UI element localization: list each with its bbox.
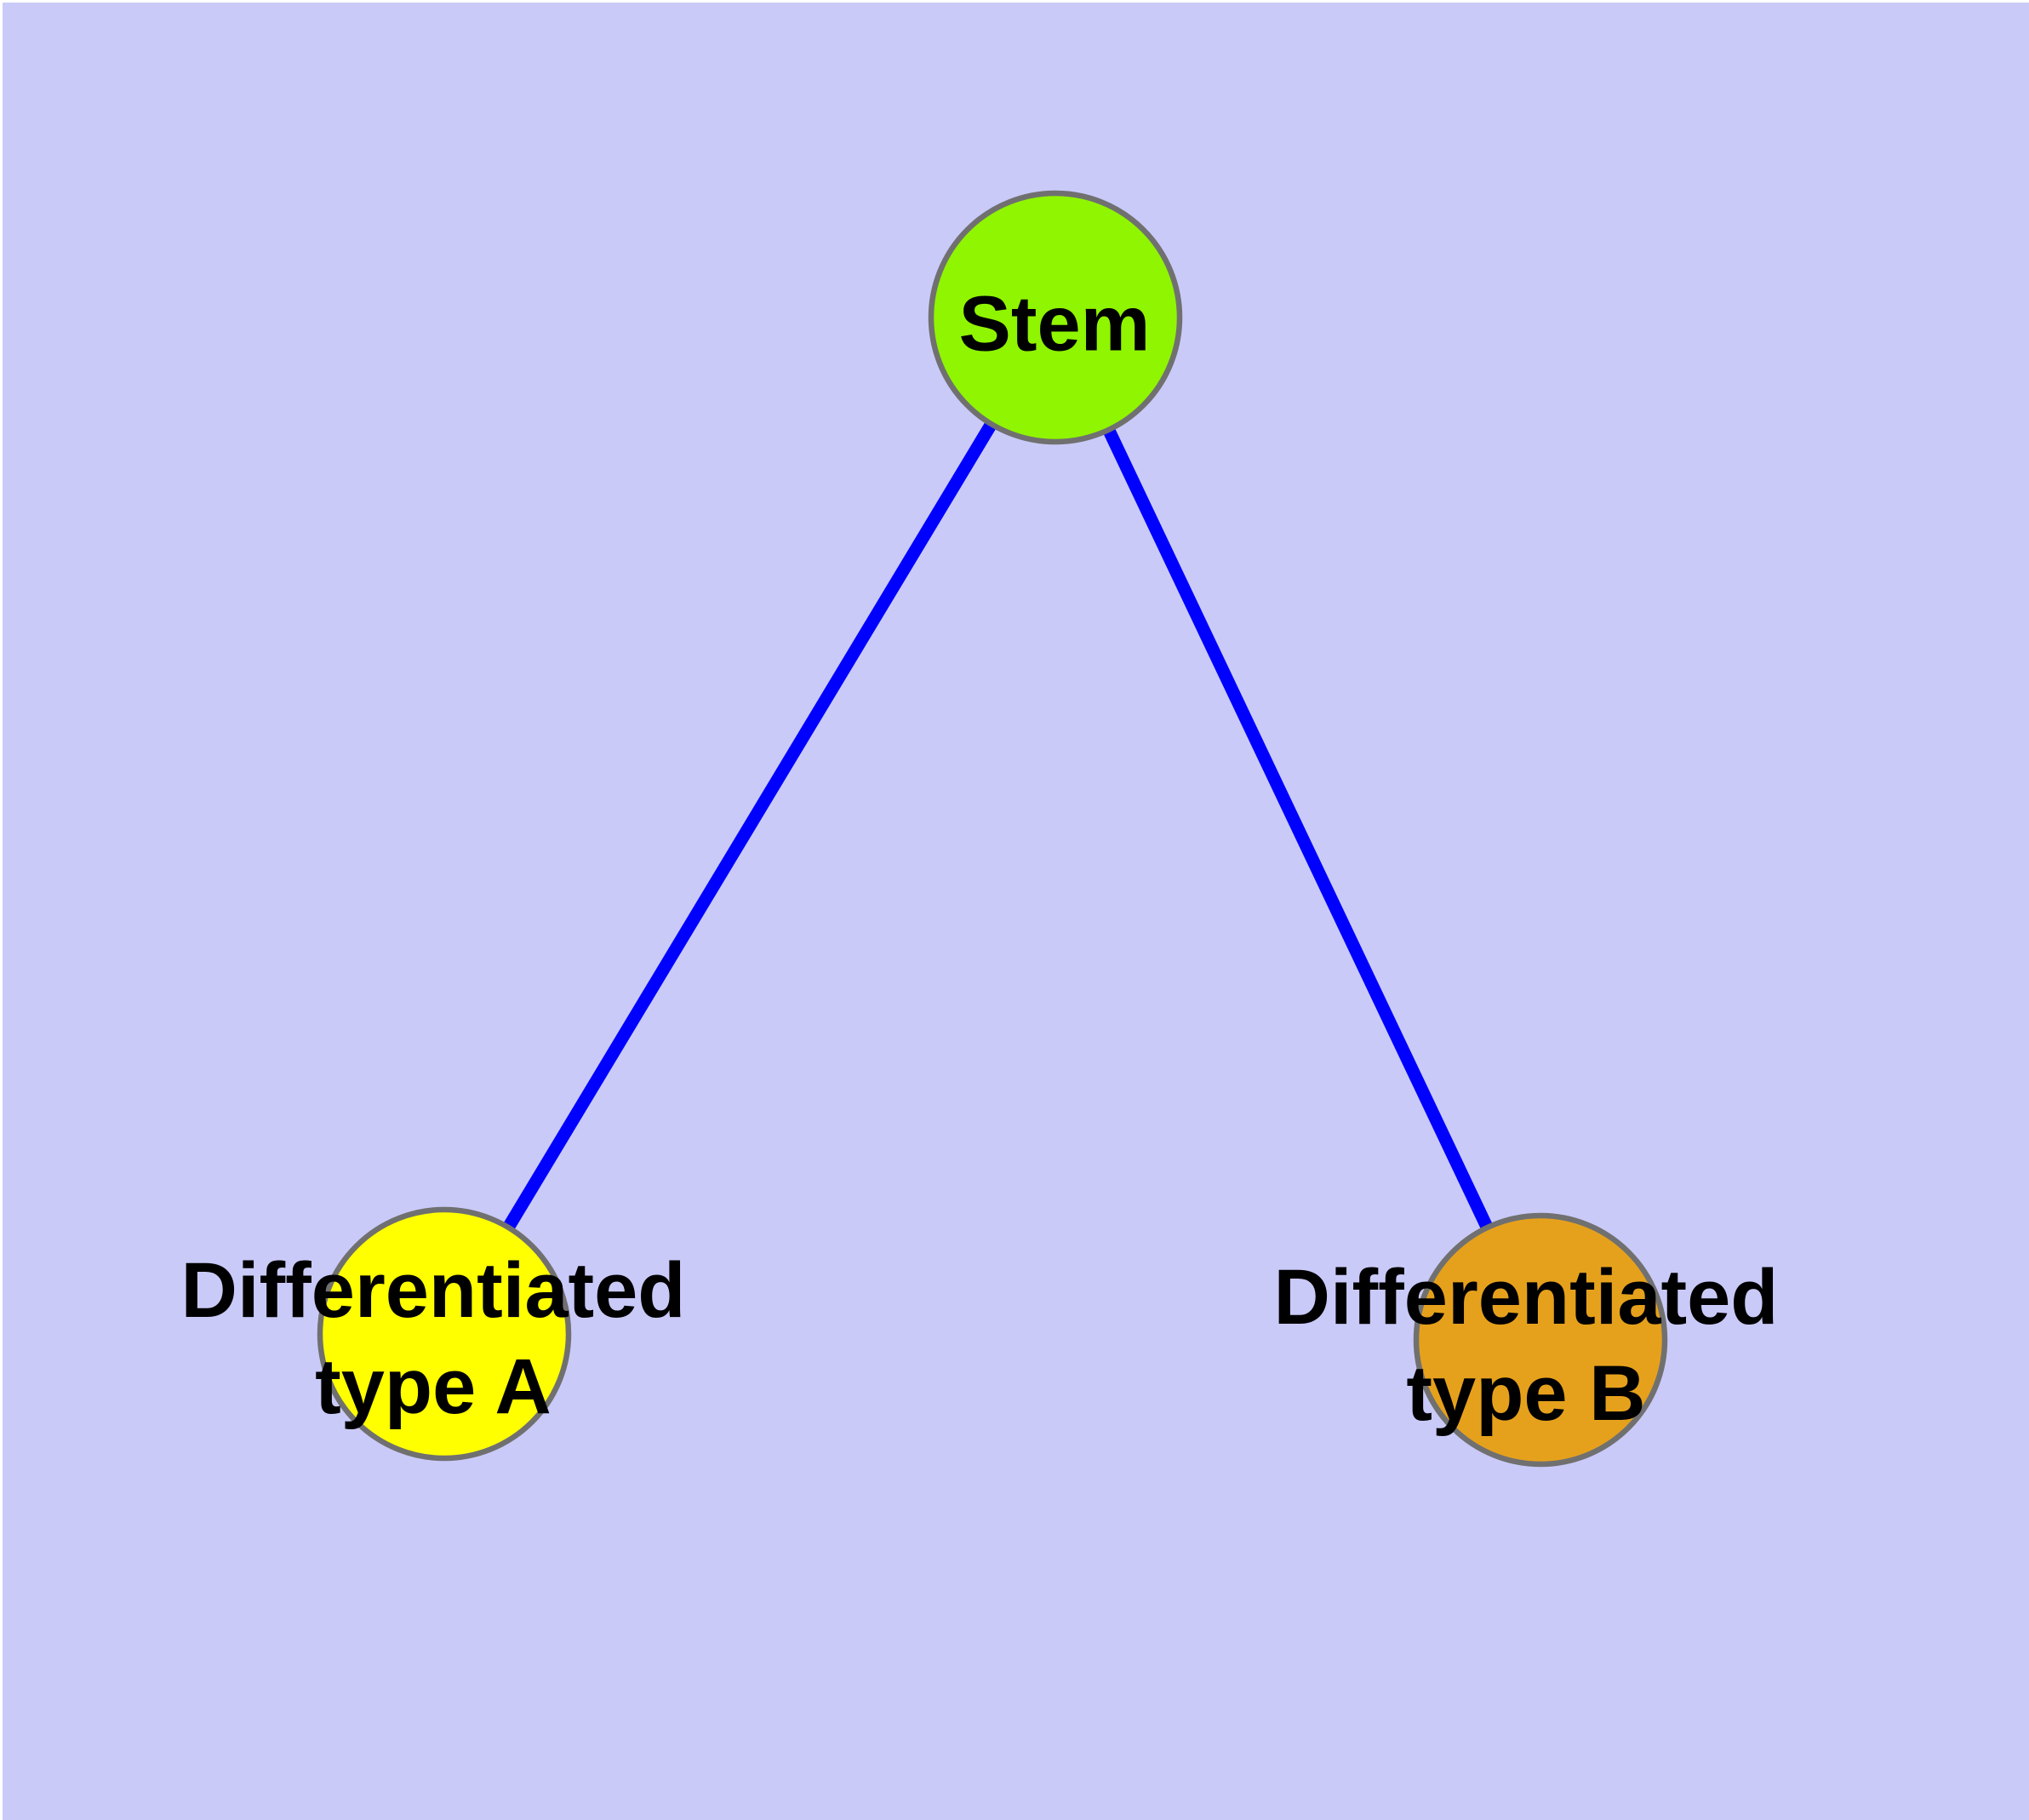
node-stem-circle (928, 190, 1183, 445)
diagram-canvas: Stem Differentiated type A Differentiate… (3, 3, 2029, 1820)
edge-stem-to-type-b (1049, 314, 1546, 1343)
edge-stem-to-type-a (438, 314, 1061, 1337)
node-differentiated-type-a-circle (317, 1206, 572, 1462)
node-differentiated-type-b-circle (1413, 1212, 1668, 1468)
graph-svg (317, 190, 1668, 1468)
